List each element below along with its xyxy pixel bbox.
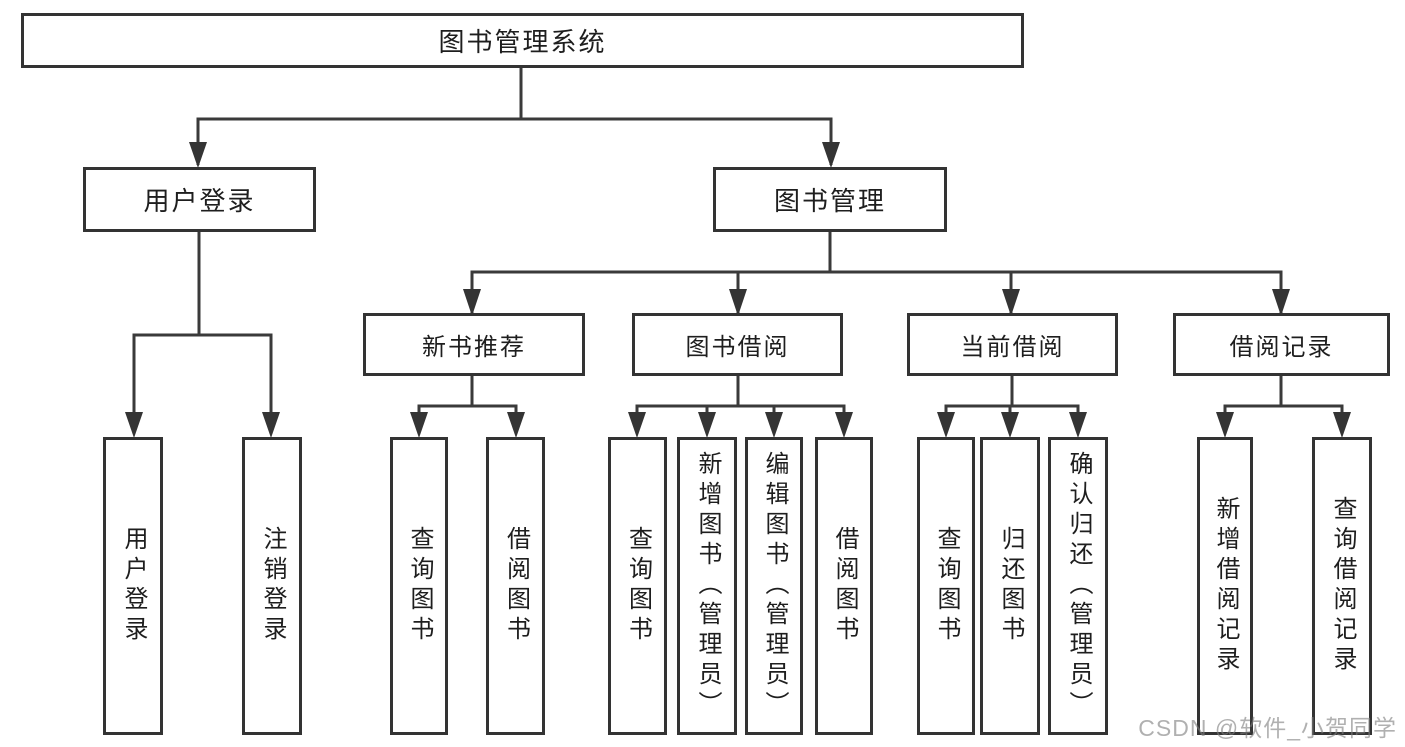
connector-paths xyxy=(132,68,1344,434)
node-label: 归还图书 xyxy=(997,526,1024,646)
rail-borrow-records xyxy=(1223,404,1344,434)
node-label: 借阅图书 xyxy=(502,526,530,646)
rail-new-book-recommend xyxy=(417,404,518,434)
arrowhead xyxy=(835,412,853,438)
node-borrow-records: 借阅记录 xyxy=(1173,313,1390,376)
node-label: 查询图书 xyxy=(406,526,433,646)
arrowhead xyxy=(1069,412,1087,438)
node-label: 编辑图书（管理员） xyxy=(761,451,788,721)
arrowhead xyxy=(628,412,646,438)
arrowhead xyxy=(125,412,143,438)
node-label: 图书管理系统 xyxy=(438,27,607,57)
node-book-borrow: 图书借阅 xyxy=(632,313,843,376)
leaf-cb-query-books: 查询图书 xyxy=(917,437,975,735)
node-label: 确认归还（管理员） xyxy=(1065,451,1092,721)
arrowhead xyxy=(1002,289,1020,316)
arrowhead xyxy=(410,412,428,438)
leaf-bb-query-books: 查询图书 xyxy=(608,437,667,735)
arrowhead xyxy=(507,412,525,438)
node-label: 查询图书 xyxy=(933,526,960,646)
leaf-cb-return-books: 归还图书 xyxy=(980,437,1040,735)
node-current-borrow: 当前借阅 xyxy=(907,313,1118,376)
node-label: 当前借阅 xyxy=(960,334,1065,361)
node-root: 图书管理系统 xyxy=(21,13,1024,68)
arrowhead xyxy=(1333,412,1351,438)
node-label: 用户登录 xyxy=(143,186,256,216)
node-label: 新书推荐 xyxy=(422,334,526,361)
rail-level2 xyxy=(196,117,833,165)
leaf-nbr-query-books: 查询图书 xyxy=(390,437,448,735)
node-label: 借阅记录 xyxy=(1229,334,1334,361)
node-book-management: 图书管理 xyxy=(713,167,947,232)
arrowhead xyxy=(262,412,280,438)
leaf-user-login: 用户登录 xyxy=(103,437,163,735)
node-label: 新增图书（管理员） xyxy=(694,451,721,721)
arrowhead xyxy=(822,142,840,168)
arrowhead xyxy=(698,412,716,438)
leaf-bb-add-books-admin: 新增图书（管理员） xyxy=(677,437,737,735)
node-new-book-recommend: 新书推荐 xyxy=(363,313,585,376)
arrowhead xyxy=(463,289,481,316)
rail-book-borrow xyxy=(635,404,846,434)
leaf-logout: 注销登录 xyxy=(242,437,302,735)
node-label: 查询图书 xyxy=(624,526,652,646)
arrowhead xyxy=(1001,412,1019,438)
leaf-br-add-record: 新增借阅记录 xyxy=(1197,437,1253,735)
leaf-bb-edit-books-admin: 编辑图书（管理员） xyxy=(745,437,803,735)
node-label: 新增借阅记录 xyxy=(1212,496,1239,676)
arrowheads xyxy=(125,142,1351,438)
arrowhead xyxy=(189,142,207,168)
node-label: 查询借阅记录 xyxy=(1329,496,1356,676)
rail-level3 xyxy=(470,270,1283,313)
arrowhead xyxy=(1216,412,1234,438)
leaf-nbr-borrow-books: 借阅图书 xyxy=(486,437,545,735)
arrowhead xyxy=(937,412,955,438)
node-label: 图书借阅 xyxy=(685,334,790,361)
leaf-bb-borrow-books: 借阅图书 xyxy=(815,437,873,735)
leaf-br-query-record: 查询借阅记录 xyxy=(1312,437,1372,735)
node-user-login: 用户登录 xyxy=(83,167,316,232)
arrowhead xyxy=(765,412,783,438)
arrowhead xyxy=(1272,289,1290,316)
rail-user-login xyxy=(132,333,273,434)
leaf-cb-confirm-return-admin: 确认归还（管理员） xyxy=(1048,437,1108,735)
node-label: 用户登录 xyxy=(120,526,147,646)
node-label: 注销登录 xyxy=(259,526,286,646)
node-label: 借阅图书 xyxy=(831,526,858,646)
node-label: 图书管理 xyxy=(773,186,886,216)
arrowhead xyxy=(729,289,747,316)
